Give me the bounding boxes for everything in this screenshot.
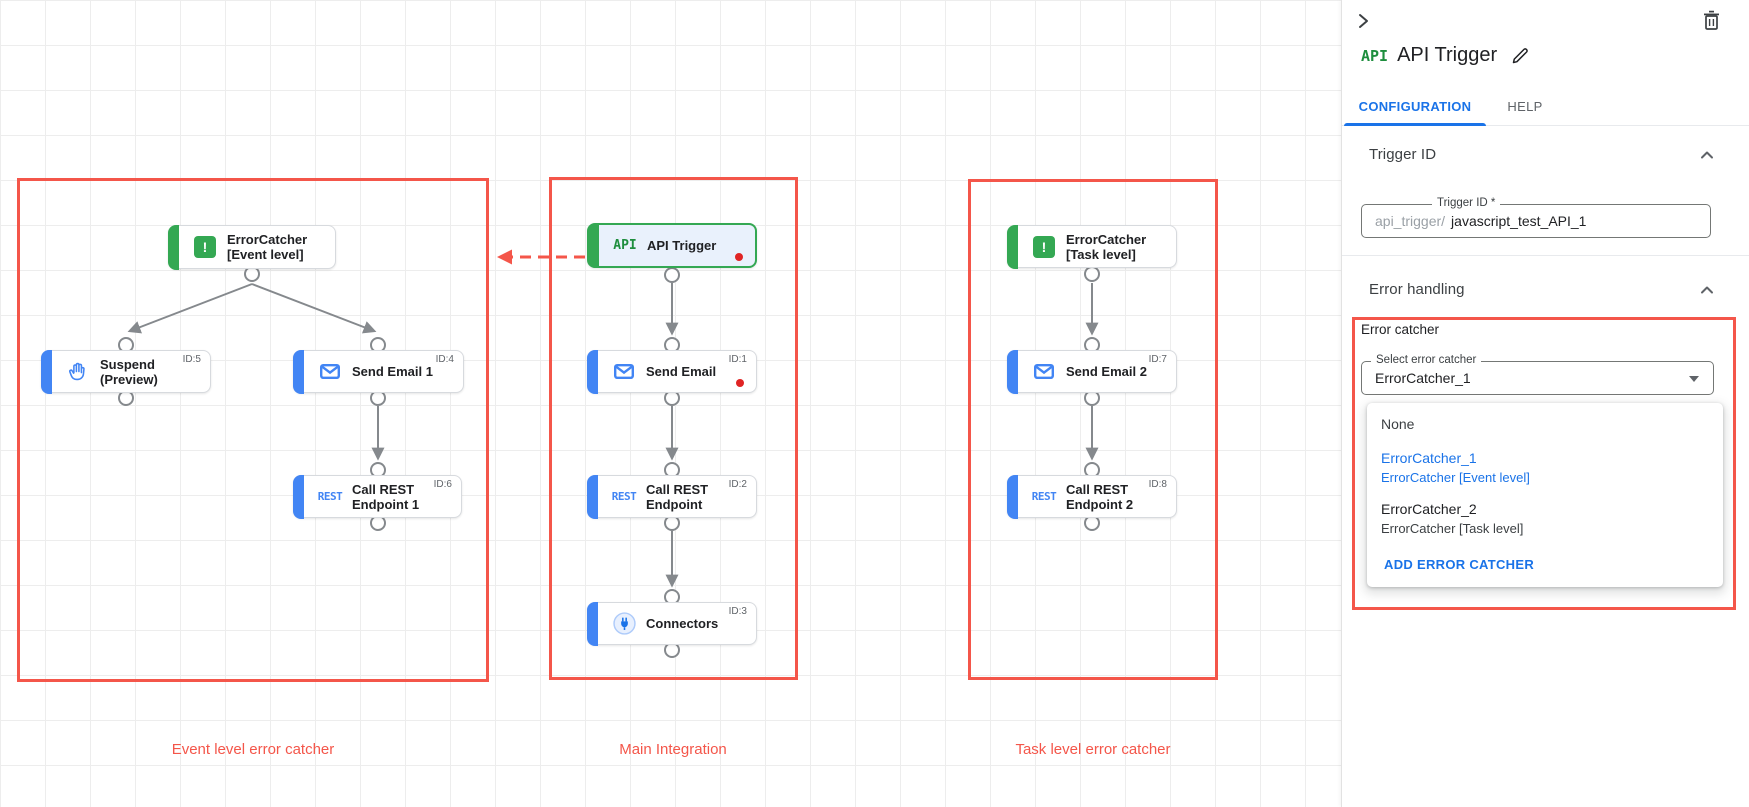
node-accent — [586, 349, 598, 394]
node-accent — [40, 349, 52, 394]
node-call-rest-endpoint-1[interactable]: REST Call REST Endpoint 1 ID:6 — [292, 474, 462, 519]
group-task-level-error-catcher — [968, 179, 1218, 680]
node-call-rest-endpoint-2[interactable]: REST Call REST Endpoint 2 ID:8 — [1006, 474, 1177, 519]
node-send-email[interactable]: Send Email ID:1 — [586, 349, 757, 394]
select-error-catcher-label: Select error catcher — [1371, 354, 1482, 366]
node-title: Send Email 2 — [1066, 364, 1147, 379]
node-subtitle: (Preview) — [100, 371, 158, 387]
node-id-badge: ID:8 — [1148, 479, 1167, 490]
error-catcher-highlight-box — [1352, 317, 1736, 610]
rest-icon: REST — [611, 490, 637, 503]
option-none[interactable]: None — [1381, 416, 1415, 432]
delete-trigger-button[interactable] — [1702, 10, 1721, 34]
error-catcher-icon: ! — [1030, 235, 1058, 258]
add-error-catcher-button[interactable]: ADD ERROR CATCHER — [1367, 544, 1551, 587]
node-subtitle: [Event level] — [227, 247, 304, 262]
node-send-email-2[interactable]: Send Email 2 ID:7 — [1006, 349, 1177, 394]
integration-canvas[interactable]: ! ErrorCatcher [Event level] Suspend (Pr… — [0, 0, 1342, 807]
node-subtitle: [Task level] — [1066, 246, 1136, 262]
section-divider — [1342, 255, 1749, 256]
node-title: Call REST — [352, 481, 415, 497]
node-id-badge: ID:7 — [1148, 354, 1167, 365]
api-icon: API — [613, 238, 637, 253]
node-accent — [292, 474, 304, 519]
caption-event-level-error-catcher: Event level error catcher — [171, 741, 335, 758]
error-catcher-dropdown-menu: None ErrorCatcher_1 ErrorCatcher [Event … — [1367, 403, 1723, 587]
connector-plug-icon — [610, 612, 638, 635]
email-icon — [1030, 364, 1058, 379]
node-id-badge: ID:3 — [728, 606, 747, 617]
rest-icon: REST — [317, 490, 343, 503]
edit-title-button[interactable] — [1511, 46, 1530, 65]
option-errorcatcher-1[interactable]: ErrorCatcher_1 ErrorCatcher [Event level… — [1381, 450, 1530, 485]
select-error-catcher[interactable]: Select error catcher ErrorCatcher_1 — [1361, 354, 1714, 395]
collapse-error-handling-icon[interactable] — [1700, 285, 1714, 295]
node-connectors[interactable]: Connectors ID:3 — [586, 601, 757, 646]
node-subtitle: Endpoint — [646, 496, 703, 512]
trigger-id-prefix: api_trigger/ — [1375, 213, 1446, 229]
node-id-badge: ID:1 — [728, 354, 747, 365]
node-title: Connectors — [646, 616, 719, 631]
node-accent — [1006, 474, 1018, 519]
node-title: Call REST — [1066, 481, 1129, 497]
select-error-catcher-value: ErrorCatcher_1 — [1375, 370, 1471, 386]
node-accent — [586, 474, 598, 519]
node-accent — [1006, 224, 1018, 269]
error-catcher-icon: ! — [191, 236, 219, 258]
section-error-handling-heading: Error handling — [1369, 281, 1465, 298]
node-id-badge: ID:5 — [182, 354, 201, 365]
node-title: ErrorCatcher — [1066, 231, 1147, 247]
group-event-level-error-catcher — [17, 178, 489, 682]
node-title: Send Email — [646, 364, 717, 379]
node-accent — [167, 224, 179, 270]
node-id-badge: ID:6 — [433, 479, 452, 490]
tab-help[interactable]: HELP — [1488, 88, 1562, 125]
panel-tabs: CONFIGURATION HELP — [1342, 88, 1749, 126]
config-panel: API API Trigger CONFIGURATION HELP Trigg… — [1341, 0, 1749, 807]
node-accent — [292, 349, 304, 394]
collapse-trigger-id-icon[interactable] — [1700, 150, 1714, 160]
node-errorcatcher-task-level[interactable]: ! ErrorCatcher [Task level] — [1006, 224, 1177, 269]
node-title: Call REST — [646, 481, 709, 497]
node-send-email-1[interactable]: Send Email 1 ID:4 — [292, 349, 464, 394]
tab-configuration[interactable]: CONFIGURATION — [1342, 88, 1488, 126]
node-accent — [586, 601, 598, 646]
node-accent — [1006, 349, 1018, 394]
node-id-badge: ID:4 — [435, 354, 454, 365]
node-title: ErrorCatcher — [227, 232, 308, 247]
node-subtitle: Endpoint 1 — [352, 496, 420, 512]
email-icon — [610, 364, 638, 379]
email-icon — [316, 364, 344, 379]
group-main-integration — [549, 177, 798, 680]
trigger-id-field[interactable]: Trigger ID * api_trigger/ javascript_tes… — [1361, 197, 1711, 238]
section-trigger-id-heading: Trigger ID — [1369, 146, 1437, 163]
error-catcher-label: Error catcher — [1361, 322, 1440, 337]
node-title: API Trigger — [647, 238, 717, 253]
node-title: Suspend — [100, 356, 155, 372]
caption-main-integration: Main Integration — [619, 741, 727, 758]
caption-task-level-error-catcher: Task level error catcher — [1015, 741, 1171, 758]
dropdown-caret-icon — [1689, 376, 1699, 382]
rest-icon: REST — [1031, 490, 1057, 503]
collapse-panel-button[interactable] — [1353, 11, 1373, 34]
panel-title: API Trigger — [1397, 44, 1498, 66]
error-dot — [735, 253, 743, 261]
node-api-trigger[interactable]: API API Trigger — [587, 223, 757, 268]
api-trigger-badge-icon: API — [1361, 46, 1389, 65]
node-suspend-preview[interactable]: Suspend (Preview) ID:5 — [40, 349, 211, 394]
error-dot — [736, 379, 744, 387]
node-subtitle: Endpoint 2 — [1066, 496, 1134, 512]
node-errorcatcher-event-level[interactable]: ! ErrorCatcher [Event level] — [167, 224, 336, 270]
node-call-rest-endpoint[interactable]: REST Call REST Endpoint ID:2 — [586, 474, 757, 519]
node-accent — [587, 223, 599, 268]
option-errorcatcher-2[interactable]: ErrorCatcher_2 ErrorCatcher [Task level] — [1381, 501, 1524, 536]
trigger-id-value: javascript_test_API_1 — [1451, 213, 1587, 229]
node-title: Send Email 1 — [352, 364, 433, 379]
trigger-id-field-label: Trigger ID * — [1432, 197, 1501, 209]
hand-icon — [64, 360, 92, 383]
node-id-badge: ID:2 — [728, 479, 747, 490]
